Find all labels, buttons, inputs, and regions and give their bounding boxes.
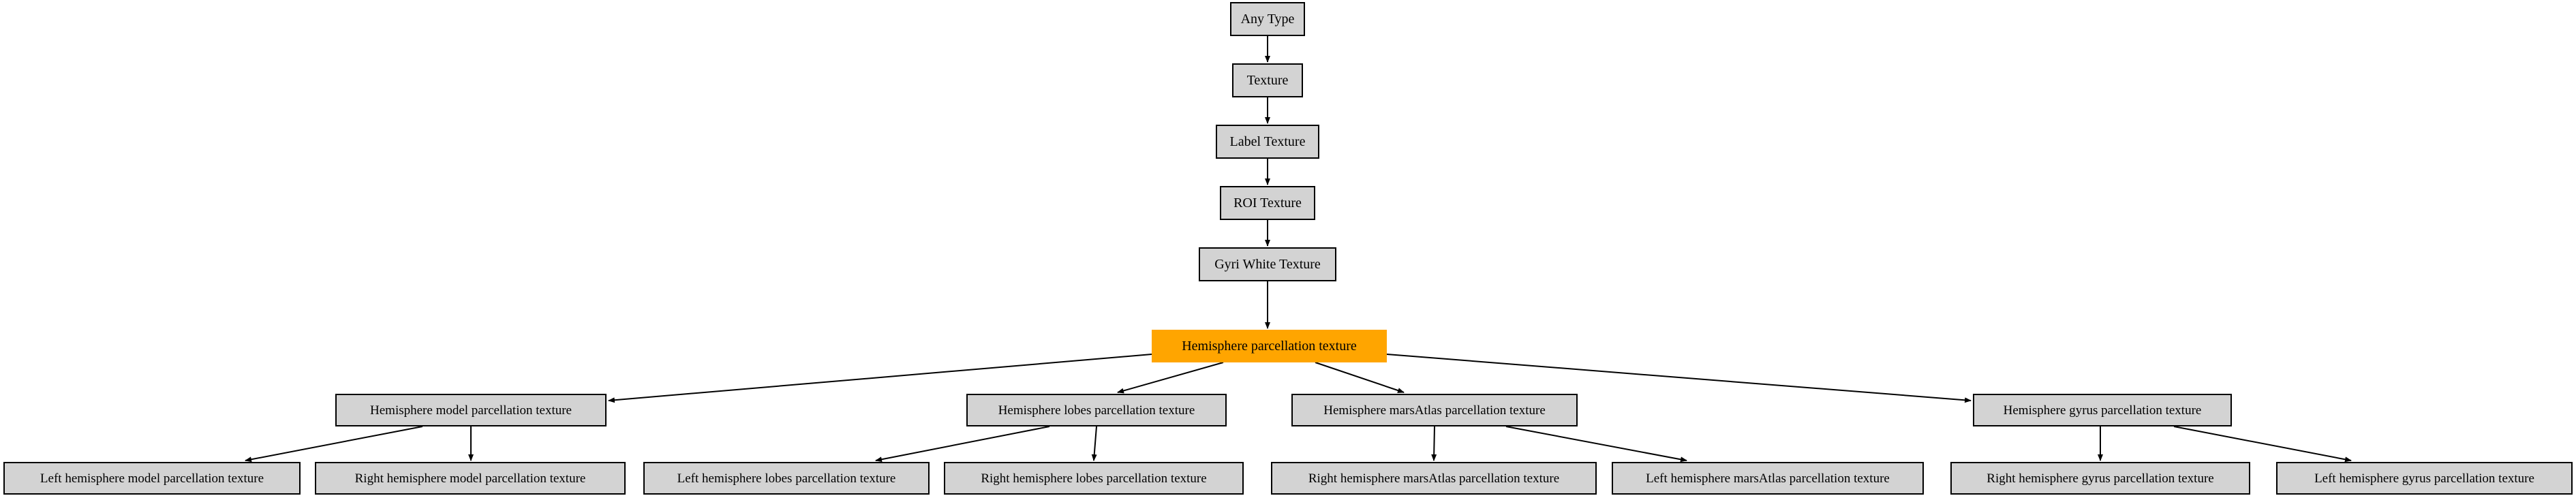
node-label-left-model: Left hemisphere model parcellation textu…	[40, 471, 264, 486]
node-label-right-lobes: Right hemisphere lobes parcellation text…	[981, 471, 1207, 486]
node-label-hemi-gyrus: Hemisphere gyrus parcellation texture	[2003, 403, 2202, 418]
node-hemi-parcellation[interactable]: Hemisphere parcellation texture	[1152, 330, 1387, 362]
node-texture[interactable]: Texture	[1232, 63, 1303, 97]
node-label-left-marsatlas: Left hemisphere marsAtlas parcellation t…	[1646, 471, 1890, 486]
node-label-right-gyrus: Right hemisphere gyrus parcellation text…	[1987, 471, 2214, 486]
node-hemi-marsatlas[interactable]: Hemisphere marsAtlas parcellation textur…	[1291, 394, 1578, 426]
edge-hemi-parcellation-to-hemi-marsatlas	[1315, 362, 1405, 393]
node-label-label-texture: Label Texture	[1229, 134, 1306, 149]
edge-hemi-parcellation-to-hemi-gyrus	[1386, 354, 1972, 403]
edge-hemi-lobes-to-right-lobes	[1091, 426, 1097, 461]
node-label-roi-texture: ROI Texture	[1233, 196, 1302, 211]
node-label-right-marsatlas: Right hemisphere marsAtlas parcellation …	[1308, 471, 1560, 486]
node-left-gyrus[interactable]: Left hemisphere gyrus parcellation textu…	[2276, 462, 2573, 495]
node-hemi-lobes[interactable]: Hemisphere lobes parcellation texture	[966, 394, 1227, 426]
node-label-hemi-lobes: Hemisphere lobes parcellation texture	[998, 403, 1195, 418]
node-label-texture: Texture	[1246, 73, 1289, 88]
edge-hemi-marsatlas-to-left-marsatlas	[1505, 426, 1687, 463]
node-left-marsatlas[interactable]: Left hemisphere marsAtlas parcellation t…	[1612, 462, 1924, 495]
node-any-type[interactable]: Any Type	[1230, 2, 1305, 36]
edge-hemi-gyrus-to-left-gyrus	[2173, 426, 2352, 463]
node-right-gyrus[interactable]: Right hemisphere gyrus parcellation text…	[1950, 462, 2250, 495]
node-label-left-gyrus: Left hemisphere gyrus parcellation textu…	[2314, 471, 2534, 486]
node-roi-texture[interactable]: ROI Texture	[1220, 186, 1315, 220]
node-label-hemi-marsatlas: Hemisphere marsAtlas parcellation textur…	[1323, 403, 1546, 418]
node-gyri-white-texture[interactable]: Gyri White Texture	[1199, 247, 1336, 281]
node-label-hemi-model: Hemisphere model parcellation texture	[370, 403, 572, 418]
edges	[245, 36, 2352, 463]
edge-hemi-lobes-to-left-lobes	[875, 426, 1050, 463]
node-label-any-type: Any Type	[1240, 12, 1295, 27]
node-left-lobes[interactable]: Left hemisphere lobes parcellation textu…	[643, 462, 930, 495]
node-label-hemi-parcellation: Hemisphere parcellation texture	[1182, 339, 1357, 354]
node-label-gyri-white-texture: Gyri White Texture	[1214, 257, 1321, 272]
node-label-texture[interactable]: Label Texture	[1216, 125, 1319, 159]
edge-hemi-parcellation-to-hemi-model	[608, 354, 1152, 403]
node-right-model[interactable]: Right hemisphere model parcellation text…	[315, 462, 626, 495]
node-left-model[interactable]: Left hemisphere model parcellation textu…	[3, 462, 301, 495]
node-right-lobes[interactable]: Right hemisphere lobes parcellation text…	[944, 462, 1244, 495]
node-label-right-model: Right hemisphere model parcellation text…	[354, 471, 586, 486]
edge-hemi-model-to-left-model	[245, 426, 423, 463]
edge-hemi-marsatlas-to-right-marsatlas	[1431, 426, 1437, 461]
node-hemi-gyrus[interactable]: Hemisphere gyrus parcellation texture	[1973, 394, 2232, 426]
node-right-marsatlas[interactable]: Right hemisphere marsAtlas parcellation …	[1271, 462, 1597, 495]
node-hemi-model[interactable]: Hemisphere model parcellation texture	[335, 394, 607, 426]
edge-hemi-parcellation-to-hemi-lobes	[1117, 362, 1224, 394]
node-label-left-lobes: Left hemisphere lobes parcellation textu…	[677, 471, 896, 486]
